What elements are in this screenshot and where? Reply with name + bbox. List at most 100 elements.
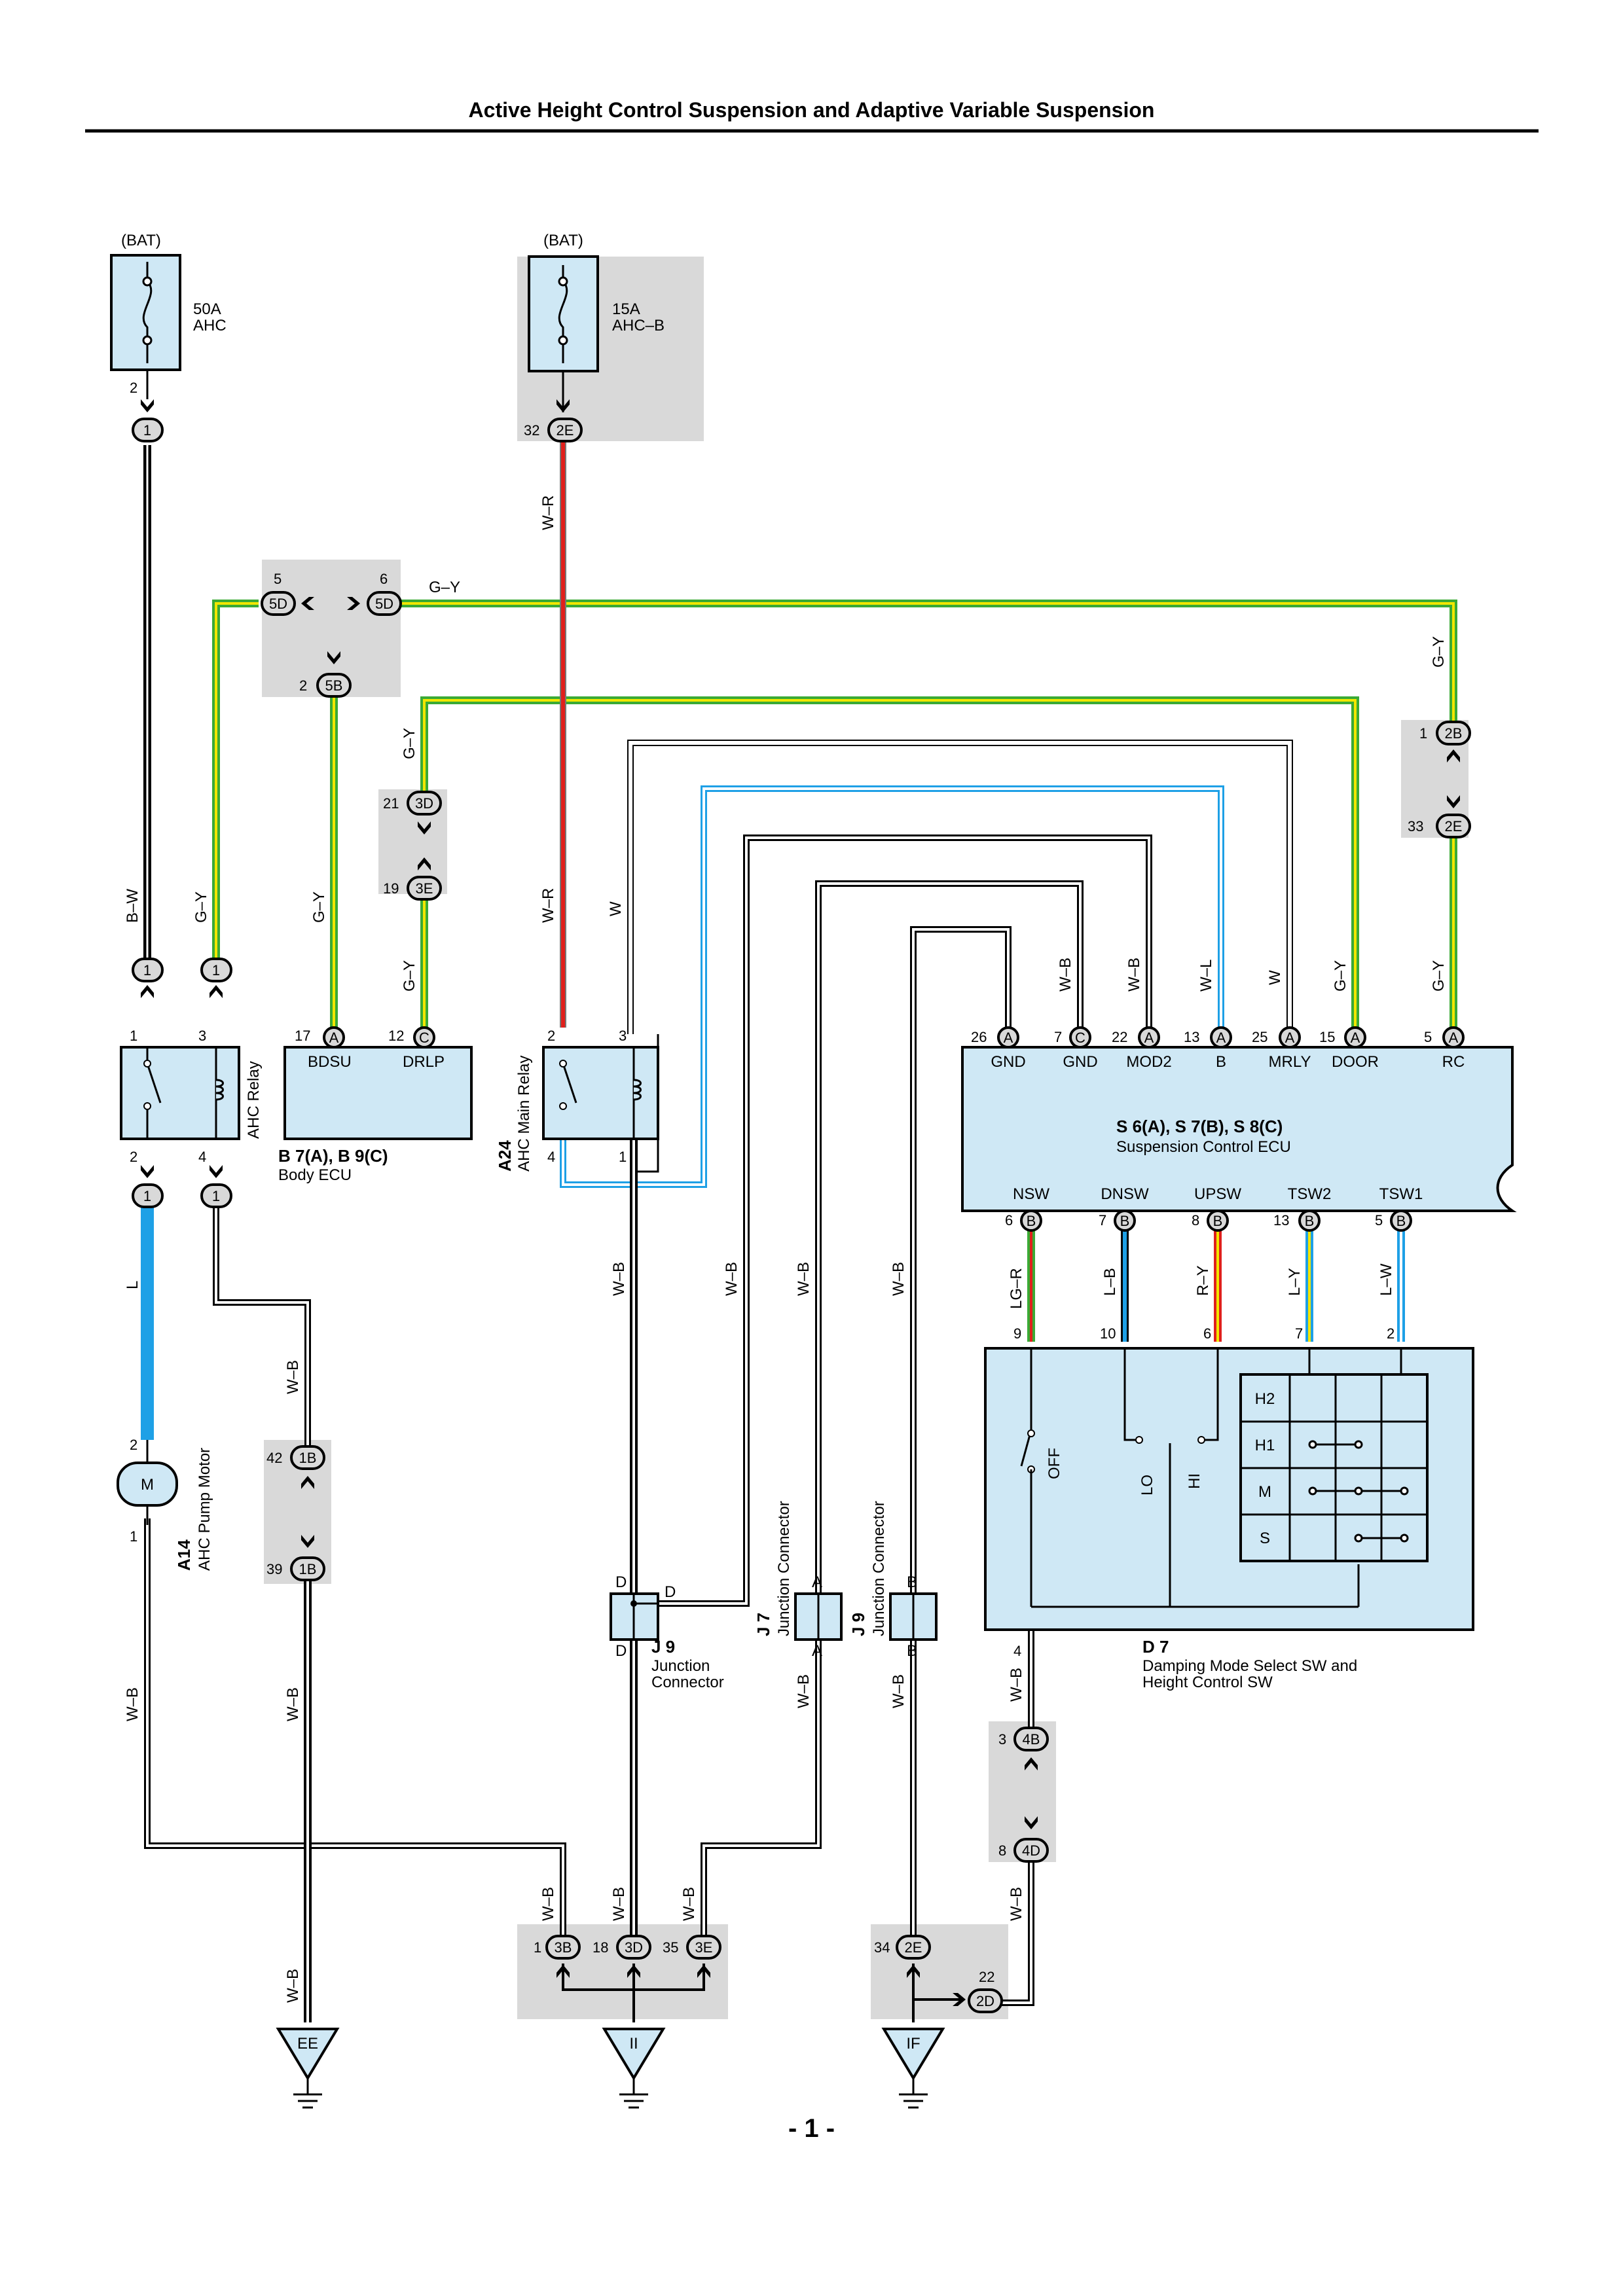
- ecu-pin-mrly: MRLY: [1269, 1053, 1311, 1071]
- junction-j9-left: [610, 1592, 659, 1641]
- wire-label: W: [607, 901, 625, 916]
- bdsu-label: BDSU: [308, 1053, 352, 1071]
- pin-num: 13: [1184, 1029, 1199, 1045]
- wire-wb-mod2: [658, 834, 1152, 1607]
- pin-num: 4: [198, 1149, 206, 1165]
- conn-2e-c: 2E: [905, 1939, 922, 1956]
- wire-label: W: [1266, 970, 1284, 985]
- wire-label: W–B: [284, 1687, 302, 1721]
- ahc-relay: [120, 1046, 240, 1140]
- wire-w-mrly: [627, 740, 1293, 1034]
- pin-num: 6: [380, 571, 388, 587]
- pin-letter-tsw2: B: [1305, 1213, 1315, 1229]
- conn-1-e: 1: [212, 1188, 220, 1204]
- wire-label: W–B: [795, 1262, 812, 1296]
- wire-label: G–Y: [429, 579, 460, 596]
- conn-2e-a: 2E: [556, 422, 574, 439]
- body-ecu-code: B 7(A), B 9(C): [278, 1146, 388, 1166]
- pin-num: 1: [1419, 725, 1427, 742]
- wire-label: G–Y: [192, 891, 210, 923]
- wire-label: W–B: [680, 1887, 698, 1921]
- pin-num: 5: [1424, 1029, 1432, 1045]
- conn-1b-a: 1B: [299, 1450, 317, 1466]
- ecu-top-pins: GND GND MOD2 B MRLY DOOR RC: [991, 1053, 1465, 1071]
- wire-wb-motor: [144, 1518, 566, 1937]
- d7-name-1: Damping Mode Select SW and: [1142, 1657, 1357, 1675]
- mode-labels: H2 H1 M S: [1255, 1390, 1275, 1547]
- wire-label: G–Y: [401, 728, 418, 759]
- wire-label: W–B: [610, 1887, 628, 1921]
- wire-label: W–B: [890, 1262, 907, 1296]
- a24-name: AHC Main Relay: [515, 1056, 533, 1172]
- ground-ee: [276, 2028, 340, 2109]
- wire-label: W–L: [1197, 960, 1215, 992]
- ahc-relay-label: AHC Relay: [245, 1061, 263, 1139]
- d7-code: D 7: [1142, 1637, 1169, 1657]
- pin-num: 3: [998, 1731, 1006, 1748]
- wire-label: W–R: [539, 888, 557, 923]
- fuse1-name: AHC: [193, 317, 227, 334]
- conn-1-a: 1: [143, 422, 151, 439]
- ecu-pin-door: DOOR: [1332, 1053, 1379, 1071]
- d7-name-2: Height Control SW: [1142, 1674, 1273, 1691]
- pin-num: 2: [130, 1437, 137, 1453]
- wire-wl: [560, 785, 1224, 1188]
- pin-letter-gnd1: A: [1004, 1030, 1013, 1046]
- wire-wb-gnd-c: [701, 880, 1084, 1937]
- conn-1-b: 1: [143, 962, 151, 978]
- wire-wb-ee: [213, 1204, 312, 2022]
- connector-pills: [132, 418, 1471, 2013]
- pin-num: 17: [295, 1028, 310, 1044]
- body-ecu-name: Body ECU: [278, 1166, 352, 1184]
- j9-code: J 9: [651, 1637, 675, 1657]
- j9b-name: Junction Connector: [870, 1501, 888, 1636]
- pin-num: 2: [547, 1028, 555, 1044]
- pin-num: 9: [1013, 1325, 1021, 1342]
- wire-label: G–Y: [1332, 960, 1349, 992]
- j9b-code: J 9: [848, 1613, 868, 1636]
- conn-2e-b: 2E: [1445, 818, 1463, 834]
- pin-num: 13: [1273, 1212, 1289, 1229]
- conn-3d-b: 3D: [625, 1939, 643, 1956]
- jl: D: [615, 1642, 627, 1660]
- pin-num: 21: [383, 795, 399, 812]
- pin-letter-b: A: [1216, 1030, 1226, 1046]
- wire-label: W–B: [723, 1262, 740, 1296]
- pin-num: 8: [1192, 1212, 1199, 1229]
- pin-num: 7: [1295, 1325, 1303, 1342]
- fuse-ahc-b: [528, 255, 599, 412]
- ecu-pin-dnsw: DNSW: [1101, 1185, 1149, 1203]
- sw-off: OFF: [1046, 1448, 1063, 1479]
- fuse2-rating: 15A: [612, 300, 640, 318]
- ecu-name: Suspension Control ECU: [1116, 1138, 1291, 1156]
- j7-name: Junction Connector: [775, 1501, 793, 1636]
- wire-label: W–B: [1057, 958, 1074, 992]
- pin-num: 15: [1319, 1029, 1335, 1045]
- ecu-pin-b: B: [1216, 1053, 1226, 1071]
- pin-letter-drlp: C: [419, 1030, 429, 1046]
- ecu-pin-mod2: MOD2: [1126, 1053, 1171, 1071]
- wire-wb-gnd-a: [910, 926, 1012, 1937]
- wire-label: W–B: [1008, 1668, 1025, 1702]
- ground-label-ee: EE: [297, 2035, 318, 2053]
- a14-code: A14: [174, 1539, 194, 1571]
- junction-j9-right: [889, 1592, 938, 1641]
- wire-labels: B–W G–Y G–Y G–Y G–Y G–Y G–Y G–Y G–Y W–R …: [124, 495, 1448, 2003]
- pin-num: 6: [1005, 1212, 1013, 1229]
- mode-m: M: [1258, 1483, 1271, 1501]
- pin-num: 32: [524, 422, 539, 439]
- ahc-pump-motor: [117, 1440, 178, 1525]
- wire-label: R–Y: [1194, 1265, 1212, 1296]
- wire-label: B–W: [124, 889, 141, 923]
- wire-label: G–Y: [1430, 636, 1448, 668]
- pin-numbers: 2 32 5 6 2 21 19 1 33 1 3 17 12 2 3 2 4 …: [130, 380, 1432, 1985]
- pin-num: 39: [266, 1561, 282, 1577]
- conn-5b: 5B: [325, 677, 343, 694]
- wire-label: L: [124, 1281, 141, 1289]
- ecu-pin-tsw1: TSW1: [1379, 1185, 1423, 1203]
- pill-labels: 1 2E 5D 5D 5B 3D 3E 2B 2E 1 1 1 1 1B 1B …: [143, 422, 1463, 2009]
- pin-letter-nsw: B: [1027, 1213, 1036, 1229]
- wire-label: W–B: [1008, 1887, 1025, 1921]
- j9-name-1: Junction: [651, 1657, 710, 1675]
